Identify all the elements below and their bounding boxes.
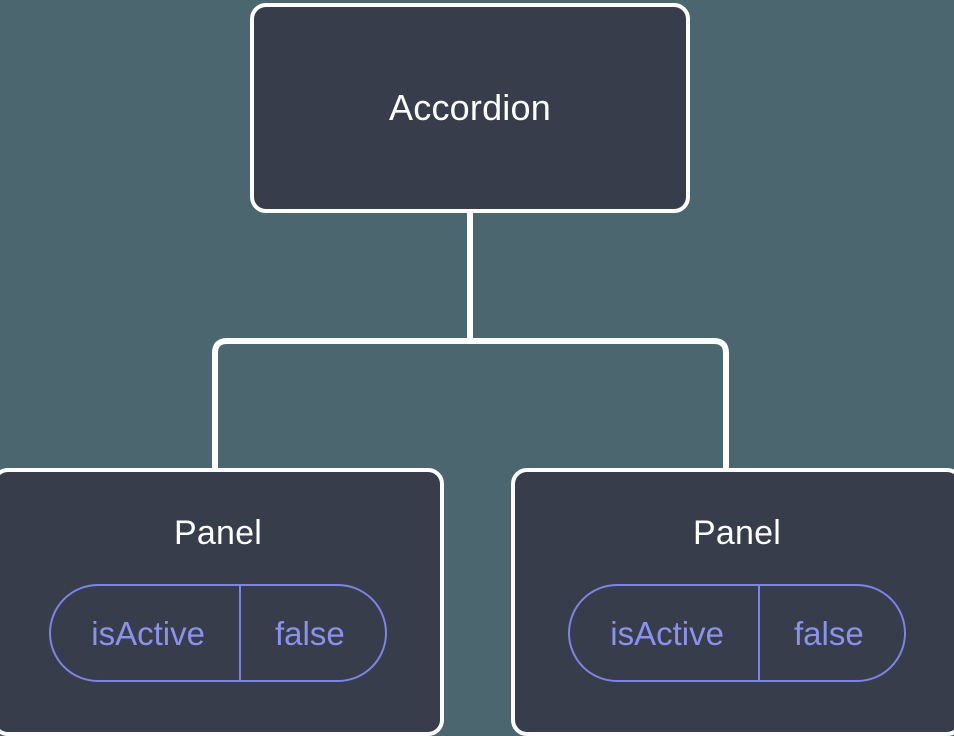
node-panel-left-label: Panel (174, 514, 262, 552)
prop-badge-isactive-right[interactable]: isActive false (568, 584, 906, 682)
node-panel-left[interactable]: Panel isActive false (0, 468, 444, 736)
prop-key-label: isActive (610, 614, 724, 652)
connector-branch-right (470, 338, 729, 472)
node-accordion-label: Accordion (389, 87, 551, 128)
node-panel-right[interactable]: Panel isActive false (511, 468, 954, 736)
node-panel-right-label: Panel (693, 514, 781, 552)
prop-key-label: isActive (91, 614, 205, 652)
prop-badge-isactive-left[interactable]: isActive false (49, 584, 387, 682)
prop-value-label: false (238, 586, 385, 680)
node-accordion[interactable]: Accordion (250, 3, 690, 213)
prop-value-label: false (757, 586, 904, 680)
connector-branch-left (212, 338, 470, 472)
